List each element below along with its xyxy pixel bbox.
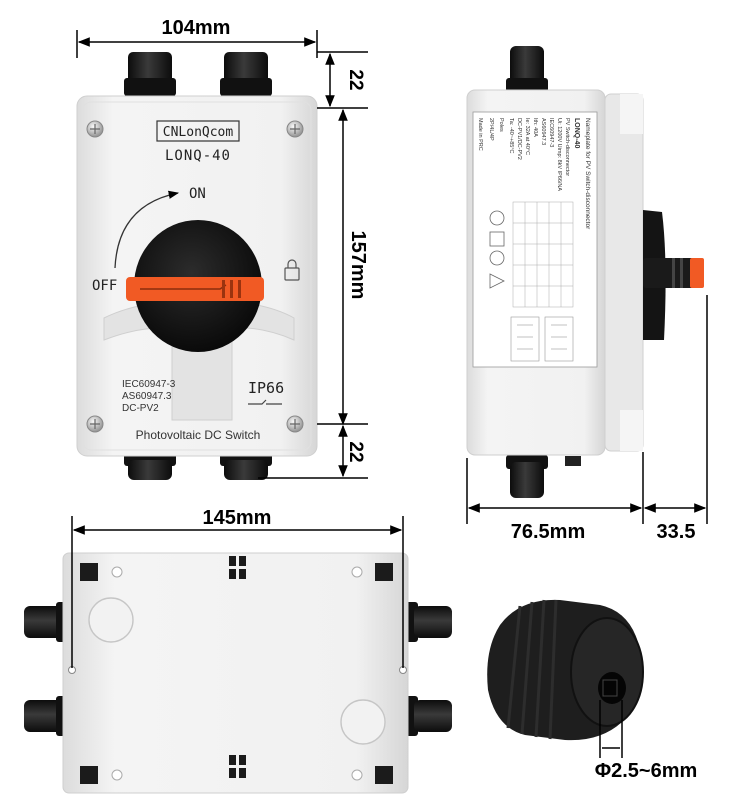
front-top-gland-right bbox=[220, 52, 272, 96]
dim-side-depth: 76.5mm bbox=[511, 521, 586, 543]
nameplate-line-9: Poles bbox=[498, 118, 504, 132]
product-footer: Photovoltaic DC Switch bbox=[136, 428, 261, 442]
front-dimensions: 104mm 22 157mm 22 bbox=[76, 17, 369, 479]
corner-tab-br bbox=[375, 766, 393, 784]
standard-line-2: AS60947.3 bbox=[122, 391, 172, 402]
ip-rating: IP66 bbox=[248, 379, 284, 397]
dim-top-gland: 22 bbox=[345, 69, 366, 90]
dim-gland-diameter: Φ2.5~6mm bbox=[595, 760, 698, 782]
back-gland-right-bottom bbox=[404, 696, 452, 736]
side-handle-accent bbox=[690, 258, 704, 288]
nameplate-line-10: 2P/4L/4P bbox=[488, 118, 494, 141]
center-slots-top bbox=[229, 556, 246, 579]
front-top-gland-left bbox=[124, 52, 176, 96]
brand-name: CNLonQcom bbox=[163, 125, 234, 140]
standard-line-3: DC-PV2 bbox=[122, 403, 159, 414]
nameplate-rating-table bbox=[512, 201, 574, 308]
model-label: LONQ-40 bbox=[165, 148, 231, 164]
corner-tab-bl bbox=[80, 766, 98, 784]
rotation-arrow bbox=[114, 190, 180, 269]
nameplate-line-3: IEC60947-3 bbox=[548, 118, 554, 147]
gland-dimension: Φ2.5~6mm bbox=[595, 700, 698, 782]
wiring-diagrams bbox=[510, 316, 574, 362]
nameplate-line-5: Ith: 40A bbox=[532, 118, 538, 137]
dim-handle-depth: 33.5 bbox=[657, 521, 696, 543]
corner-tab-tr bbox=[375, 563, 393, 581]
back-view bbox=[24, 552, 452, 794]
back-gland-right-top bbox=[404, 602, 452, 642]
nameplate-line-7: DC-PV1/DC-PV2 bbox=[516, 118, 522, 160]
certification-marks bbox=[489, 210, 505, 289]
nameplate-line-6: Ie: 32A at 40°C bbox=[524, 118, 530, 155]
off-label: OFF bbox=[92, 278, 117, 294]
nameplate-line-1: PV Switch-disconnector bbox=[564, 118, 570, 176]
rotary-knob[interactable] bbox=[126, 220, 264, 352]
nameplate-line-8: Ta: -40~+85°C bbox=[508, 118, 514, 154]
back-housing bbox=[62, 552, 409, 794]
brand-box bbox=[156, 120, 240, 142]
side-top-gland bbox=[506, 46, 548, 92]
center-slots-bottom bbox=[229, 755, 246, 778]
standard-line-1: IEC60947-3 bbox=[122, 379, 176, 390]
side-view: Nameplate for PV Switch-disconnector LON… bbox=[466, 46, 704, 498]
back-dimensions: 145mm bbox=[71, 507, 404, 668]
nameplate: Nameplate for PV Switch-disconnector LON… bbox=[472, 111, 598, 368]
dim-back-width: 145mm bbox=[203, 507, 272, 529]
gland-nut-face bbox=[570, 617, 644, 727]
nameplate-line-4: AS60947.3 bbox=[540, 118, 546, 145]
knockout-top-left bbox=[88, 597, 134, 643]
dim-front-width: 104mm bbox=[162, 17, 231, 39]
nameplate-line-11: Made in PRC bbox=[477, 118, 483, 151]
nameplate-model: LONQ-40 bbox=[573, 118, 580, 148]
knockout-bottom-right bbox=[340, 699, 386, 745]
corner-tab-tl bbox=[80, 563, 98, 581]
dim-body-height: 157mm bbox=[347, 231, 369, 300]
side-dimensions: 76.5mm 33.5 bbox=[466, 295, 708, 543]
padlock-icon bbox=[284, 259, 300, 281]
side-lid bbox=[604, 93, 644, 452]
nameplate-title: Nameplate for PV Switch-disconnector bbox=[584, 118, 591, 230]
gland-cable-hole bbox=[598, 672, 626, 704]
on-label: ON bbox=[189, 186, 206, 202]
dim-bottom-gland: 22 bbox=[345, 441, 366, 462]
nameplate-line-2: Ui: 1200V Uimp: 8kV IP66/NA bbox=[556, 118, 562, 191]
front-view: CNLonQcom LONQ-40 ON OFF IEC60947-3 AS60… bbox=[76, 52, 318, 480]
ground-symbol bbox=[248, 399, 282, 405]
cable-gland-detail bbox=[487, 599, 644, 741]
side-bottom-gland bbox=[506, 455, 548, 498]
side-handle[interactable] bbox=[643, 210, 704, 340]
